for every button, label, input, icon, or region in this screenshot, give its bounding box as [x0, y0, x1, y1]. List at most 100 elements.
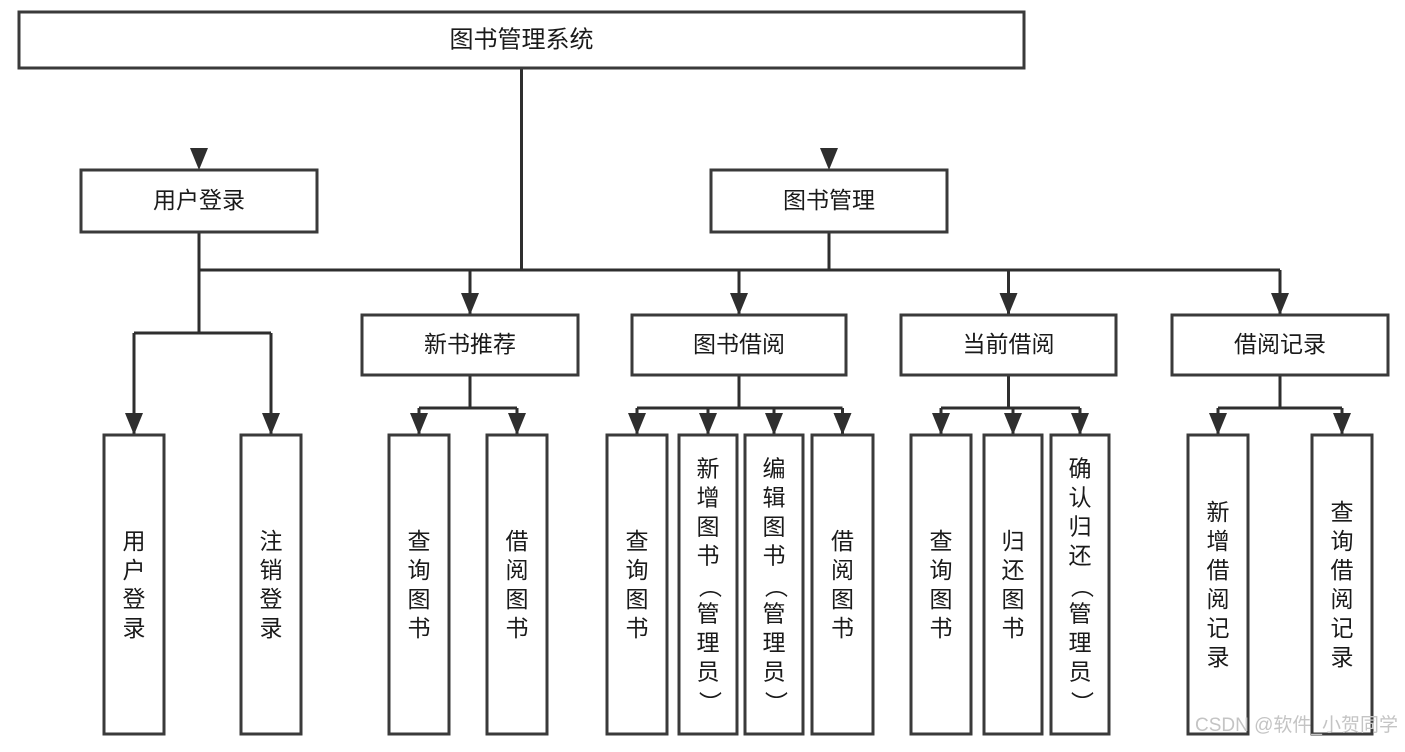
vertical-label-char: 书: [697, 543, 720, 569]
node-layer: 图书管理系统用户登录图书管理新书推荐图书借阅当前借阅借阅记录用户登录注销登录查询…: [17, 10, 1390, 736]
vertical-label-char: 归: [1069, 514, 1092, 540]
vertical-label-char: 询: [930, 557, 953, 583]
vertical-label-char: 记: [1207, 615, 1230, 641]
vertical-label-char: 图: [1002, 586, 1025, 612]
vertical-label-char: 员: [1069, 659, 1092, 685]
vertical-label-char: ）: [1069, 691, 1095, 714]
vertical-label-char: （: [697, 575, 723, 598]
vertical-label-char: 查: [408, 528, 431, 554]
node-current-borrow[interactable]: 当前借阅: [899, 313, 1118, 377]
vertical-label-char: 借: [506, 528, 529, 554]
vertical-label-char: 询: [408, 557, 431, 583]
vertical-label-char: 户: [123, 557, 146, 583]
node-label: 用户登录: [153, 187, 245, 213]
node-user-login[interactable]: 用户登录: [79, 168, 319, 234]
vertical-label-char: ）: [763, 691, 789, 714]
vertical-label-char: 登: [123, 586, 146, 612]
vertical-label-char: 认: [1069, 485, 1092, 511]
vertical-label-char: 书: [930, 615, 953, 641]
vertical-label-char: 借: [831, 528, 854, 554]
vertical-label-char: 阅: [506, 557, 529, 583]
vertical-label-char: 新: [697, 456, 720, 482]
vertical-label-char: 销: [260, 557, 283, 583]
vertical-label-char: 图: [831, 586, 854, 612]
vertical-label-char: 记: [1331, 615, 1354, 641]
node-borrow-record[interactable]: 借阅记录: [1170, 313, 1390, 377]
vertical-label-char: 查: [626, 528, 649, 554]
vertical-label-char: 员: [697, 659, 720, 685]
vertical-label-char: 注: [260, 528, 283, 554]
vertical-label-char: 管: [1069, 601, 1092, 627]
vertical-label-char: 增: [697, 485, 720, 511]
vertical-label-char: 阅: [1331, 586, 1354, 612]
vertical-label-char: （: [763, 575, 789, 598]
node-root-root[interactable]: 图书管理系统: [17, 10, 1026, 70]
node-leaf-user-login[interactable]: 用户登录: [102, 433, 166, 736]
vertical-label-char: 录: [260, 615, 283, 641]
vertical-label-char: 图: [763, 514, 786, 540]
vertical-label-char: 书: [408, 615, 431, 641]
vertical-label-char: 用: [123, 528, 146, 554]
node-label: 借阅记录: [1234, 331, 1326, 357]
vertical-label-char: 确: [1069, 456, 1092, 482]
vertical-label-char: 理: [697, 630, 720, 656]
vertical-label-char: 查: [1331, 499, 1354, 525]
vertical-label-char: 图: [506, 586, 529, 612]
connector-layer: [125, 68, 1351, 435]
vertical-label-char: 理: [1069, 630, 1092, 656]
vertical-label-char: 图: [626, 586, 649, 612]
vertical-label-char: 管: [763, 601, 786, 627]
node-label: 当前借阅: [963, 331, 1055, 357]
node-label: 图书借阅: [693, 331, 785, 357]
vertical-label-char: 借: [1207, 557, 1230, 583]
vertical-label-char: 录: [1331, 644, 1354, 670]
vertical-label-char: 理: [763, 630, 786, 656]
vertical-label-char: 录: [123, 615, 146, 641]
vertical-label-char: 登: [260, 586, 283, 612]
node-label: 新书推荐: [424, 331, 516, 357]
vertical-label-char: 归: [1002, 528, 1025, 554]
vertical-label-char: （: [1069, 575, 1095, 598]
node-label: 图书管理系统: [450, 26, 594, 53]
vertical-label-char: 书: [626, 615, 649, 641]
vertical-label-char: 询: [626, 557, 649, 583]
vertical-label-char: 询: [1331, 528, 1354, 554]
vertical-label-char: 图: [408, 586, 431, 612]
vertical-label-char: 还: [1069, 543, 1092, 569]
vertical-label-char: 查: [930, 528, 953, 554]
vertical-label-char: 书: [1002, 615, 1025, 641]
vertical-label-char: 书: [506, 615, 529, 641]
vertical-label-char: 还: [1002, 557, 1025, 583]
vertical-label-char: 书: [831, 615, 854, 641]
vertical-label-char: ）: [697, 691, 723, 714]
node-book-borrow[interactable]: 图书借阅: [630, 313, 848, 377]
node-book-manage[interactable]: 图书管理: [709, 168, 949, 234]
vertical-label-char: 新: [1207, 499, 1230, 525]
vertical-label-char: 管: [697, 601, 720, 627]
vertical-label-char: 阅: [831, 557, 854, 583]
vertical-label-char: 员: [763, 659, 786, 685]
vertical-label-char: 图: [930, 586, 953, 612]
vertical-label-char: 借: [1331, 557, 1354, 583]
vertical-label-char: 编: [763, 456, 786, 482]
vertical-label-char: 图: [697, 514, 720, 540]
vertical-label-char: 书: [763, 543, 786, 569]
csdn-watermark: CSDN @软件_小贺同学: [1195, 714, 1398, 736]
vertical-label-char: 辑: [763, 485, 786, 511]
node-new-book-rec[interactable]: 新书推荐: [360, 313, 580, 377]
vertical-label-char: 阅: [1207, 586, 1230, 612]
